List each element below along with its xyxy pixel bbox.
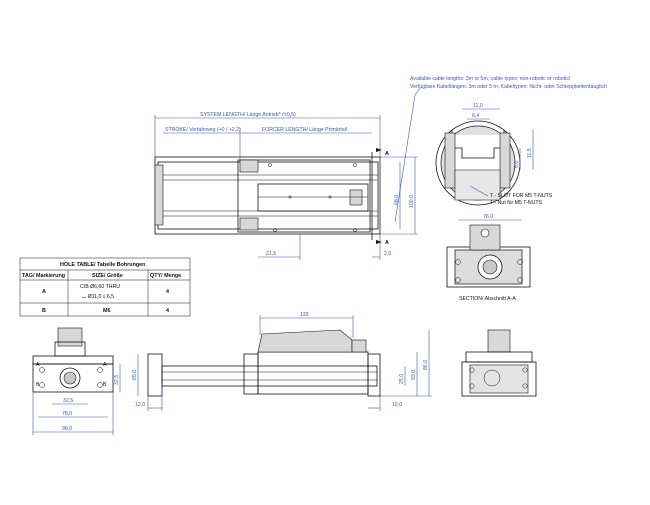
- dim-stroke: STROKE/ Verfahrweg (+0 / +2,2): [165, 127, 241, 133]
- note-tslot-de: T - Nut für M5 T-NUTS: [490, 200, 543, 206]
- hole-table-row-b-tag: B: [42, 308, 46, 314]
- dim-6: 6,0: [514, 161, 520, 168]
- dim-12-right: 12,0: [392, 402, 402, 408]
- note-cable-en: Available cable lengths: 3m or 5m; cable…: [410, 76, 571, 82]
- hole-table-row-b-size: M6: [103, 308, 111, 314]
- dim-32-5-vert: 32,5: [114, 375, 120, 385]
- hole-table-row-b-qty: 4: [166, 308, 169, 314]
- hole-label-a2: A: [103, 362, 107, 368]
- hole-table-header-qty: QTY/ Menge: [150, 273, 181, 279]
- hole-table-row-a-tag: A: [42, 289, 46, 295]
- t-slot-section: 11,0 6,4 6,0 11,5: [435, 103, 534, 206]
- dim-forcer-length: FORCER LENGTH/ Länge Primärteil: [262, 127, 347, 133]
- dim-86: 86,0: [423, 360, 429, 370]
- note-cable-de: Verfügbare Kabellängen: 3m oder 5 m; Kab…: [410, 84, 607, 90]
- hole-label-b1: B: [36, 382, 40, 388]
- dim-2-0: 2,0: [384, 251, 391, 257]
- section-mark-top: A: [385, 151, 389, 157]
- section-mark-bottom: A: [385, 240, 389, 246]
- hole-table-header-size: SIZE/ Größe: [92, 273, 123, 279]
- dim-133: 133: [300, 312, 309, 318]
- note-tslot-en: T - SLOT FOR M5 T-NUTS: [490, 193, 553, 199]
- dim-12-left: 12,0: [135, 402, 145, 408]
- dim-11-5: 11,5: [527, 148, 533, 158]
- hole-table-header-tag: TAG/ Markierung: [22, 273, 65, 279]
- hole-label-b2: B: [103, 382, 107, 388]
- dim-76: 76,0: [483, 214, 493, 220]
- dim-68: 68,0: [394, 195, 400, 205]
- dim-32-5-horiz: 32,5: [63, 398, 73, 404]
- hole-table-row-a-size1: C/B Ø6,60 THRU: [80, 284, 120, 290]
- top-view: A A SYSTEM LENGTH/ Länge Antrieb* (±0,5)…: [154, 87, 421, 260]
- hole-table: HOLE TABLE/ Tabelle Bohrungen TAG/ Marki…: [19, 257, 191, 317]
- dim-78: 78,0: [62, 411, 72, 417]
- left-end-view: A A B B 32,5 32,5 78,0 98,0: [32, 327, 121, 435]
- section-a-a: 76,0: [446, 214, 531, 288]
- dim-93: 93,0: [411, 370, 417, 380]
- dim-6-4: 6,4: [472, 113, 479, 119]
- hole-label-a1: A: [36, 362, 40, 368]
- dim-100: 100,0: [409, 195, 415, 208]
- dim-65: 65,0: [132, 370, 138, 380]
- dim-system-length: SYSTEM LENGTH/ Länge Antrieb* (±0,5): [200, 112, 296, 118]
- dim-98: 98,0: [62, 426, 72, 432]
- hole-table-title: HOLE TABLE/ Tabelle Bohrungen: [60, 262, 145, 268]
- dim-25: 25,0: [399, 374, 405, 384]
- right-end-view: [461, 329, 537, 397]
- hole-table-row-a-qty: 4: [166, 289, 169, 295]
- dim-21-5: 21,5: [266, 251, 276, 257]
- hole-table-row-a-size2: ⌴ Ø11,0 ↧ 6,5: [82, 294, 114, 300]
- section-label: SECTION/ Abschnitt A-A: [459, 296, 516, 302]
- front-view: 133 65,0 25,0 93,0 86,0 12,0 12,0: [132, 312, 432, 411]
- dim-11: 11,0: [473, 103, 483, 109]
